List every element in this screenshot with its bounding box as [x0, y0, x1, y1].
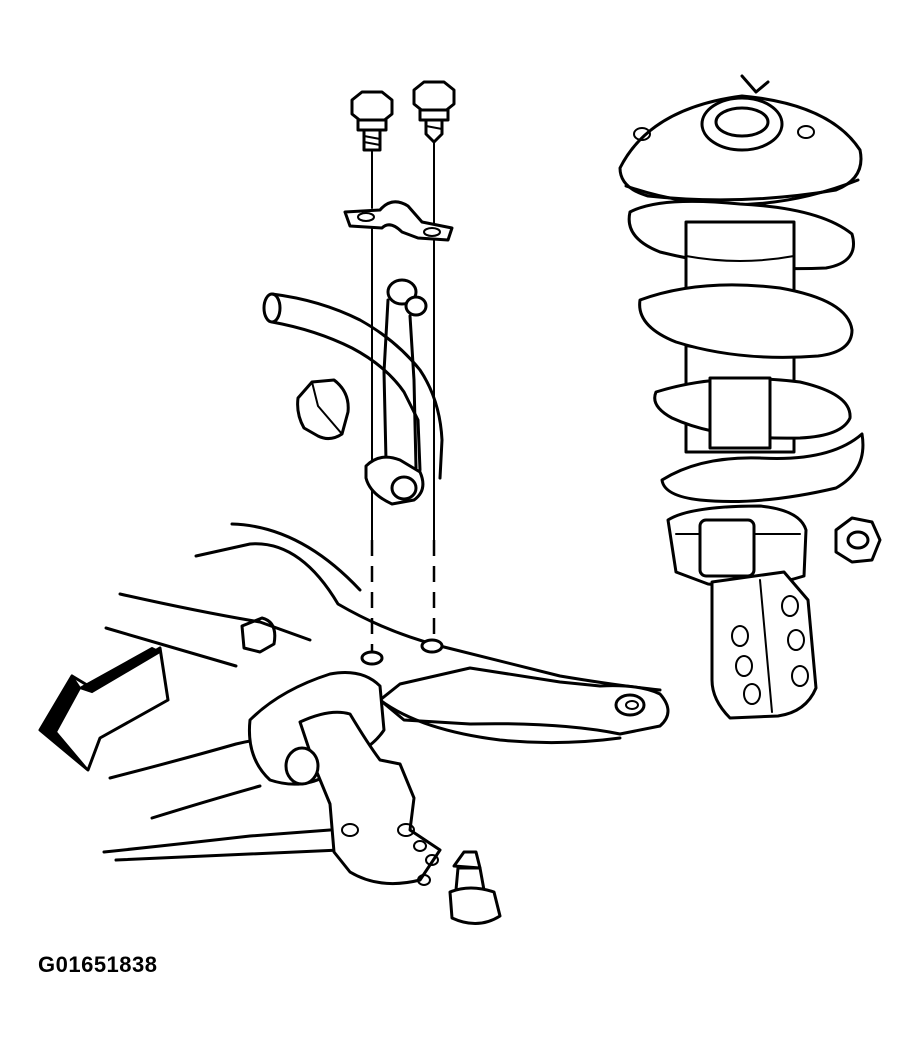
figure-id-label: G01651838	[38, 952, 158, 977]
stabilizer-bracket	[343, 200, 454, 242]
lower-control-arm	[247, 671, 442, 886]
stabilizer-link	[364, 227, 435, 541]
stabilizer-bar	[262, 292, 444, 480]
bolt-left	[350, 90, 394, 209]
stabilizer-bushing	[296, 378, 350, 441]
crossmember-frame	[102, 522, 670, 862]
front-direction-arrow	[38, 646, 170, 772]
ball-joint	[448, 850, 502, 925]
strut-assembly	[618, 74, 865, 720]
strut-nut	[834, 516, 882, 564]
bolt-right	[412, 80, 456, 229]
